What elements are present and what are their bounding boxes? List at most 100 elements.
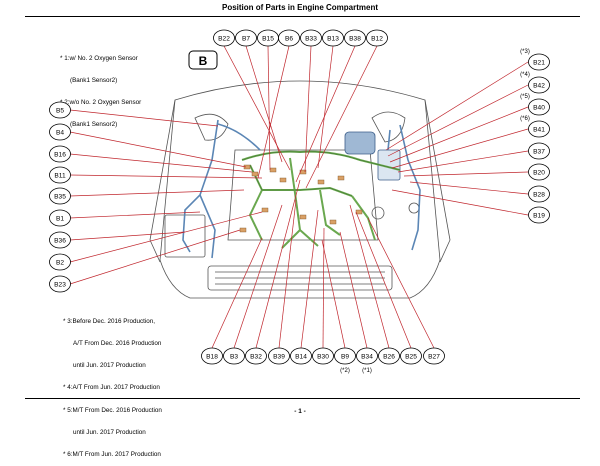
- leader-line: [257, 45, 290, 179]
- callout-label-b18: B18: [206, 353, 218, 360]
- notes-top: * 1:w/ No. 2 Oxygen Sensor (Bank1 Sensor…: [60, 40, 141, 136]
- callout-label-b32: B32: [250, 353, 262, 360]
- callout-b4: [49, 123, 71, 141]
- callout-b20: [528, 163, 550, 181]
- strut-left: [194, 113, 229, 141]
- connector-clusters: [239, 164, 363, 233]
- leader-line: [391, 189, 529, 216]
- leader-line: [304, 45, 312, 173]
- leader-line: [403, 171, 529, 177]
- leader-line: [69, 153, 253, 173]
- brake-reservoir: [344, 131, 376, 155]
- leader-lines: [69, 45, 529, 349]
- callout-b11: [49, 166, 71, 184]
- leader-line: [295, 45, 356, 183]
- leader-line: [69, 189, 245, 197]
- callout-b6: [278, 29, 300, 47]
- callout-label-b42: B42: [533, 82, 545, 89]
- engine-block: [227, 149, 379, 241]
- callout-label-b7: B7: [242, 35, 250, 42]
- callout-label-b30: B30: [317, 353, 329, 360]
- callout-b19: [528, 206, 550, 224]
- callout-label-b34: B34: [361, 353, 373, 360]
- section-label-box: B: [188, 50, 218, 70]
- note-3-detail-b: until Jun. 2017 Production: [73, 362, 146, 370]
- section-label: B: [199, 54, 208, 68]
- leader-line: [409, 181, 529, 195]
- callout-label-b14: B14: [295, 353, 307, 360]
- note-1-detail: (Bank1 Sensor2): [70, 77, 118, 85]
- callout-footnote-ref: (*6): [520, 116, 530, 122]
- callout-b36: [49, 231, 71, 249]
- callout-b33: [300, 29, 322, 47]
- callout-label-b25: B25: [405, 353, 417, 360]
- callout-footnote-ref: (*4): [520, 72, 530, 78]
- note-4: * 4:A/T From Jun. 2017 Production: [63, 384, 160, 392]
- leader-line: [305, 45, 378, 189]
- note-5: * 5:M/T From Dec. 2016 Production: [63, 406, 162, 414]
- callout-label-b39: B39: [273, 353, 285, 360]
- leader-line: [391, 128, 529, 169]
- callout-label-b22: B22: [218, 35, 230, 42]
- callout-b9: [334, 347, 356, 365]
- callout-label-b5: B5: [56, 107, 64, 114]
- page-title: Position of Parts in Engine Compartment: [221, 3, 378, 12]
- callout-b34: [356, 347, 378, 365]
- callout-b16: [49, 145, 71, 163]
- footer-rule: [25, 398, 580, 399]
- cap-2: [408, 202, 420, 214]
- leader-line: [317, 45, 334, 169]
- note-1: * 1:w/ No. 2 Oxygen Sensor: [60, 54, 138, 62]
- leader-line: [367, 217, 435, 349]
- callout-label-b41: B41: [533, 126, 545, 133]
- leader-line: [69, 231, 186, 241]
- leader-line: [300, 209, 319, 349]
- page-number: - 1 -: [294, 408, 306, 415]
- callout-footnote-ref: (*5): [520, 94, 530, 100]
- callout-label-b6: B6: [285, 35, 293, 42]
- note-5-detail: until Jun. 2017 Production: [73, 428, 146, 436]
- callout-b1: [49, 209, 71, 227]
- callout-b2: [49, 253, 71, 271]
- callout-label-b2: B2: [56, 259, 64, 266]
- note-6: * 6:M/T From Jun. 2017 Production: [63, 451, 161, 459]
- callout-b42: [528, 76, 550, 94]
- callout-label-b38: B38: [349, 35, 361, 42]
- leader-line: [339, 231, 368, 349]
- callout-label-b37: B37: [533, 148, 545, 155]
- fender-left: [149, 99, 176, 263]
- callout-b3: [223, 347, 245, 365]
- callout-label-b40: B40: [533, 104, 545, 111]
- callout-label-b3: B3: [230, 353, 238, 360]
- leader-line: [69, 109, 219, 127]
- title-rule: [25, 16, 580, 17]
- callout-b18: [201, 347, 223, 365]
- callout-b7: [235, 29, 257, 47]
- callout-b5: [49, 101, 71, 119]
- leader-line: [69, 229, 241, 285]
- wiring-harness-blue: [182, 119, 421, 259]
- leader-line: [245, 45, 283, 163]
- cap-1: [371, 206, 385, 220]
- hood-outline: [159, 80, 441, 299]
- leader-line: [389, 106, 529, 163]
- callout-b26: [378, 347, 400, 365]
- engine-compartment-drawing: [149, 80, 451, 299]
- leader-line: [349, 204, 390, 349]
- callout-b41: [528, 120, 550, 138]
- wiring-harness-green: [241, 150, 401, 249]
- callout-label-b13: B13: [327, 35, 339, 42]
- callout-footnote-ref: (*2): [340, 368, 350, 374]
- note-3-detail-a: A/T From Dec. 2016 Production: [73, 340, 162, 348]
- leader-line: [69, 211, 263, 263]
- leader-line: [385, 61, 529, 151]
- leader-line: [69, 174, 263, 179]
- leader-line: [69, 131, 247, 168]
- callout-b39: [268, 347, 290, 365]
- callout-label-b28: B28: [533, 191, 545, 198]
- leader-line: [211, 237, 263, 349]
- callout-b21: [528, 53, 550, 71]
- callout-label-b11: B11: [54, 172, 66, 179]
